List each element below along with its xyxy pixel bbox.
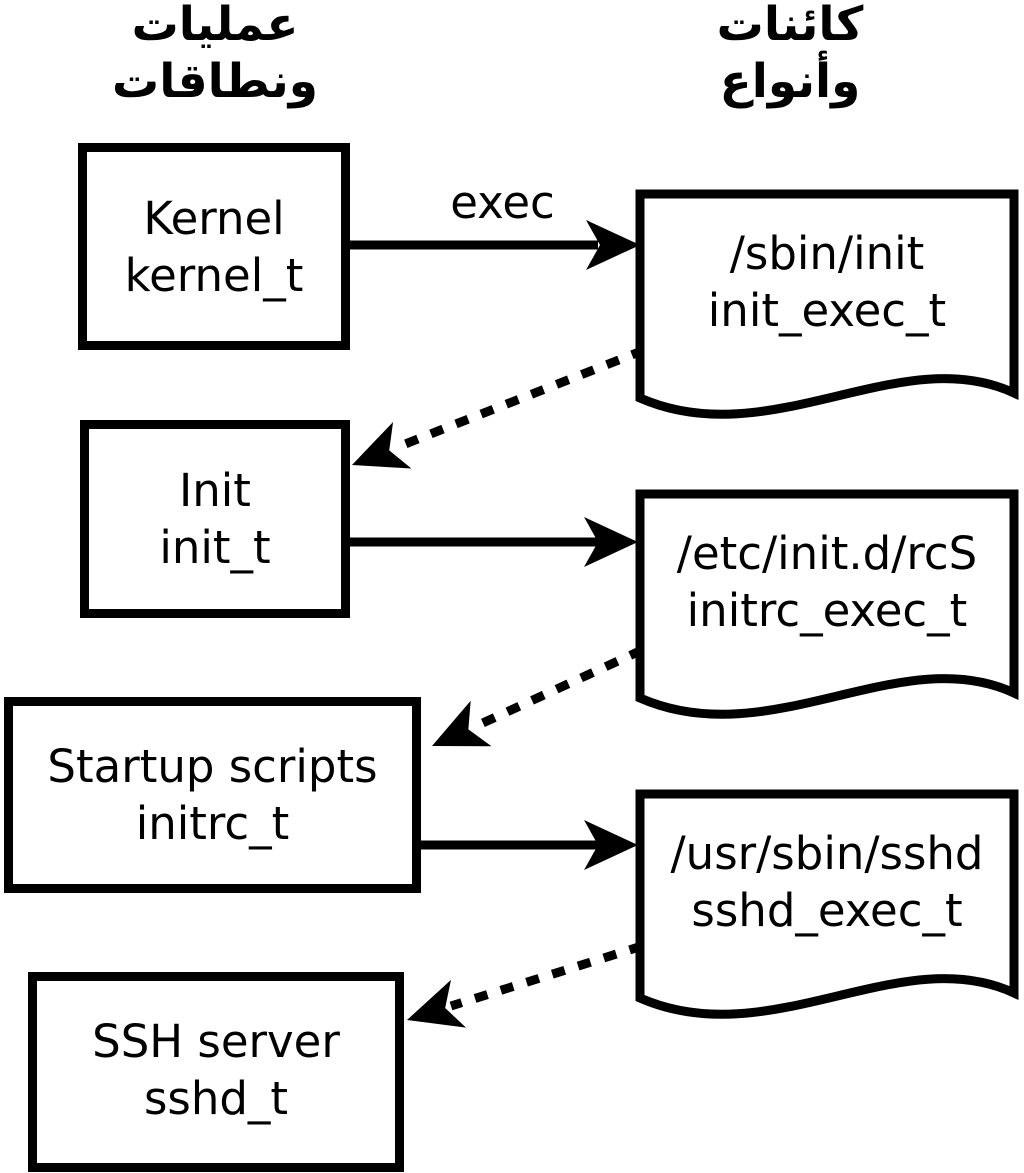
solid-arrowhead-icon bbox=[584, 517, 638, 567]
process-domain-type: initrc_t bbox=[135, 797, 290, 850]
solid-arrowhead-icon bbox=[584, 820, 638, 870]
column-header-objects-and-types: كائنات وأنواع bbox=[630, 0, 950, 110]
transition-arrow-sshd-exec-to-sshd-t bbox=[407, 941, 644, 1028]
exec-arrow-startup-to-usr-sbin-sshd bbox=[419, 820, 638, 870]
process-box-startup-scripts bbox=[4, 697, 421, 893]
process-domain-type: kernel_t bbox=[124, 248, 304, 302]
dashed-arrow-line bbox=[393, 345, 646, 453]
dashed-arrowhead-icon bbox=[407, 979, 467, 1028]
process-name: Kernel bbox=[143, 191, 285, 245]
transition-arrow-init-exec-to-init-t bbox=[352, 345, 646, 469]
process-name: SSH server bbox=[92, 1015, 340, 1068]
process-box-ssh-server bbox=[28, 972, 404, 1172]
process-text-ssh-server: SSH server sshd_t bbox=[28, 972, 404, 1168]
document-shape-sbin-init bbox=[635, 189, 1019, 419]
dashed-arrowhead-icon bbox=[432, 700, 492, 747]
object-type: sshd_exec_t bbox=[691, 883, 963, 937]
process-domain-type: init_t bbox=[159, 521, 271, 574]
process-text-init: Init init_t bbox=[80, 420, 350, 618]
process-name: Startup scripts bbox=[47, 740, 378, 793]
dashed-arrow-line bbox=[472, 645, 644, 732]
process-text-startup-scripts: Startup scripts initrc_t bbox=[4, 697, 421, 893]
object-text-usr-sbin-sshd: /usr/sbin/sshd sshd_exec_t bbox=[640, 794, 1014, 969]
header-line: ونطاقات bbox=[112, 54, 318, 109]
dashed-arrow-line bbox=[449, 941, 644, 1011]
transition-arrow-initrc-exec-to-initrc-t bbox=[432, 645, 644, 747]
header-line: وأنواع bbox=[719, 54, 861, 109]
object-path: /etc/init.d/rcS bbox=[676, 526, 978, 580]
object-text-etc-initd-rcs: /etc/init.d/rcS initrc_exec_t bbox=[640, 494, 1014, 669]
process-box-kernel bbox=[78, 143, 350, 350]
object-type: init_exec_t bbox=[707, 283, 947, 337]
process-domain-type: sshd_t bbox=[143, 1072, 289, 1125]
process-text-kernel: Kernel kernel_t bbox=[78, 143, 350, 350]
process-box-init bbox=[80, 420, 350, 618]
object-type: initrc_exec_t bbox=[686, 583, 968, 637]
exec-edge-label: exec bbox=[450, 176, 555, 229]
process-name: Init bbox=[179, 464, 251, 517]
document-shape-usr-sbin-sshd bbox=[635, 789, 1019, 1019]
document-shape-etc-initd-rcs bbox=[635, 489, 1019, 719]
dashed-arrowhead-icon bbox=[352, 421, 412, 469]
solid-arrowhead-icon bbox=[586, 220, 640, 270]
object-path: /sbin/init bbox=[729, 226, 925, 280]
object-path: /usr/sbin/sshd bbox=[670, 826, 984, 880]
column-header-processes-and-domains: عمليات ونطاقات bbox=[55, 0, 375, 110]
exec-arrow-kernel-to-sbin-init bbox=[348, 220, 640, 270]
object-text-sbin-init: /sbin/init init_exec_t bbox=[640, 194, 1014, 369]
header-line: عمليات bbox=[131, 0, 299, 52]
header-line: كائنات bbox=[716, 0, 864, 52]
exec-arrow-init-to-etc-initd-rcs bbox=[348, 517, 638, 567]
